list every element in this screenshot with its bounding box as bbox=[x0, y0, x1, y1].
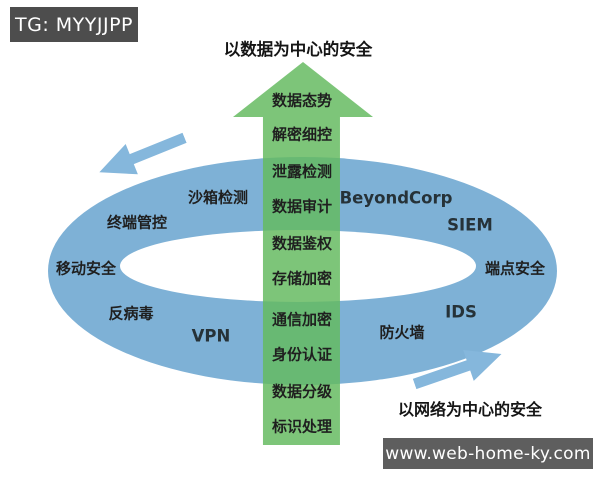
tg-watermark-badge: TG: MYYJJPP bbox=[10, 7, 138, 42]
ring-item-ids: IDS bbox=[445, 302, 477, 322]
ring-item-endpoint-security: 端点安全 bbox=[484, 259, 546, 278]
ring-item-beyondcorp: BeyondCorp bbox=[339, 188, 453, 208]
arrow-item-leak-detection: 泄露检测 bbox=[271, 162, 333, 181]
arrow-item-decrypt-control: 解密细控 bbox=[271, 125, 333, 144]
ring-item-mobile-security: 移动安全 bbox=[55, 259, 117, 278]
arrow-item-data-authentication: 数据鉴权 bbox=[271, 234, 333, 253]
ring-item-terminal-management: 终端管控 bbox=[106, 213, 168, 232]
network-centric-security-title: 以网络为中心的安全 bbox=[397, 400, 543, 419]
arrow-item-data-posture: 数据态势 bbox=[271, 91, 333, 110]
ring-item-firewall: 防火墙 bbox=[379, 323, 425, 342]
website-watermark-text: www.web-home-ky.com bbox=[385, 443, 591, 464]
ring-item-vpn: VPN bbox=[191, 326, 231, 346]
arrow-item-identity-auth: 身份认证 bbox=[271, 345, 333, 364]
ring-item-sandbox-detection: 沙箱检测 bbox=[187, 188, 249, 207]
arrow-item-data-classification: 数据分级 bbox=[271, 382, 333, 401]
ring-item-siem: SIEM bbox=[447, 215, 493, 235]
data-centric-security-title: 以数据为中心的安全 bbox=[223, 40, 373, 59]
arrow-item-comm-encryption: 通信加密 bbox=[271, 310, 333, 329]
website-watermark-badge: www.web-home-ky.com bbox=[383, 438, 593, 469]
arrow-item-data-audit: 数据审计 bbox=[271, 197, 333, 216]
ring-item-antivirus: 反病毒 bbox=[108, 304, 154, 323]
arrow-item-label-processing: 标识处理 bbox=[271, 417, 333, 436]
arrow-item-storage-encryption: 存储加密 bbox=[271, 269, 333, 288]
tg-watermark-text: TG: MYYJJPP bbox=[15, 13, 133, 36]
